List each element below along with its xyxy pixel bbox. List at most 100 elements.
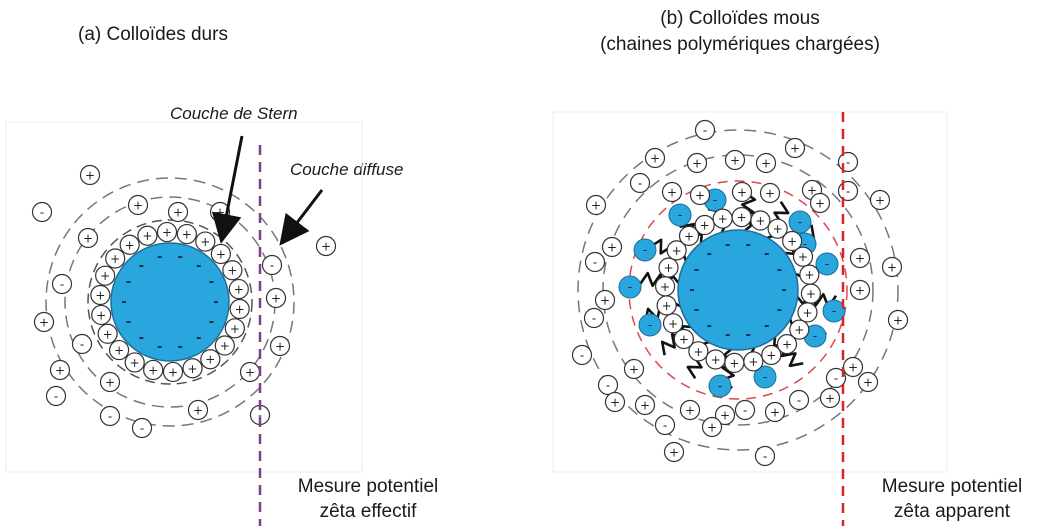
anion-icon: - [837,180,859,202]
charged-segment-icon: - [668,203,692,227]
negative-core-charge: - [781,283,786,298]
cation-icon: + [214,335,235,356]
cation-icon: + [679,399,701,421]
anion-icon: - [71,333,93,355]
cation-icon: + [661,181,683,203]
svg-text:+: + [133,199,143,213]
svg-text:+: + [815,197,825,211]
charged-polymer-segments: ------------ [618,188,846,398]
cation-icon: + [143,359,164,381]
svg-text:+: + [85,169,95,183]
svg-text:+: + [142,229,152,243]
svg-text:-: - [258,409,262,423]
cation-icon: + [799,264,820,285]
cation-icon: + [712,208,733,229]
cation-icon: + [105,248,126,269]
svg-text:-: - [108,410,112,424]
cation-icon: + [724,149,746,171]
negative-core-charge: - [725,328,730,343]
svg-text:+: + [610,396,620,410]
cation-icon: + [634,394,656,416]
cation-icon: + [162,361,184,383]
cation-icon: + [601,236,623,258]
cation-icon: + [731,206,752,228]
svg-text:+: + [685,404,695,418]
svg-text:+: + [773,222,783,236]
svg-text:-: - [628,280,632,294]
cation-icon: + [743,351,764,372]
svg-text:+: + [640,399,650,413]
charged-segment-icon: - [708,374,732,398]
svg-text:+: + [100,269,110,283]
negative-core-charge: - [694,263,699,278]
cation-icon: + [97,323,118,344]
svg-text:-: - [803,237,807,251]
cation-icon: + [79,164,101,186]
negative-core-charge: - [764,319,769,334]
svg-text:+: + [105,376,115,390]
svg-text:+: + [275,340,285,354]
svg-text:+: + [83,232,93,246]
svg-text:+: + [679,332,689,346]
panel-a-title: (a) Colloïdes durs [78,24,228,45]
anion-icon: - [45,385,67,407]
svg-text:+: + [193,404,203,418]
svg-text:-: - [813,329,817,343]
svg-text:+: + [695,189,705,203]
cation-icon: + [662,313,684,334]
charged-segment-icon: - [618,275,642,299]
svg-text:-: - [663,419,667,433]
svg-text:-: - [834,372,838,386]
svg-text:+: + [200,235,210,249]
svg-text:+: + [718,212,728,226]
cation-icon: + [585,194,607,216]
diffuse-layer-outer [45,177,295,427]
negative-surface-charge: - [213,295,218,310]
anion-icon: - [583,307,605,329]
svg-text:+: + [667,186,677,200]
anion-icon: - [51,273,73,295]
svg-text:+: + [321,240,331,254]
negative-core-charge: - [777,303,782,318]
anion-icon: - [571,344,593,366]
cation-icon: + [759,182,781,204]
diffuse-arrow [279,189,324,246]
svg-text:-: - [643,243,647,257]
svg-text:-: - [638,177,642,191]
negative-surface-charge: - [126,315,131,330]
panel-b-title: (b) Colloïdes mous (chaines polymériques… [530,8,950,56]
cation-icon: + [33,311,55,333]
svg-text:+: + [669,446,679,460]
svg-text:+: + [188,362,198,376]
negative-surface-charge: - [157,250,162,265]
anion-icon: - [597,374,619,396]
svg-text:+: + [130,356,140,370]
svg-text:+: + [748,355,758,369]
cation-icon: + [239,361,261,383]
svg-text:+: + [662,299,672,313]
cation-icon: + [688,341,709,362]
cation-icon: + [222,260,243,281]
cation-icon: + [755,152,777,174]
cation-icon: + [761,344,782,366]
negative-surface-charge: - [196,331,201,346]
svg-text:+: + [855,252,865,266]
anion-icon: - [629,172,651,194]
cation-icon: + [731,181,753,203]
svg-text:-: - [703,124,707,138]
svg-text:+: + [798,250,808,264]
svg-text:+: + [720,409,730,423]
negative-core-charge: - [707,247,712,262]
stern-layer-boundary [87,219,253,385]
cation-icon: + [77,227,99,249]
cation-icon: + [776,334,798,355]
anion-icon: - [734,399,756,421]
svg-text:+: + [737,186,747,200]
cation-icon: + [99,371,121,393]
svg-text:+: + [235,302,245,316]
svg-text:+: + [730,154,740,168]
measure-a-line2: zêta effectif [319,501,417,522]
panel-b-title-line2: (chaines polymériques chargées) [600,34,880,55]
anion-icon: - [694,119,716,141]
cation-icon: + [784,137,806,159]
